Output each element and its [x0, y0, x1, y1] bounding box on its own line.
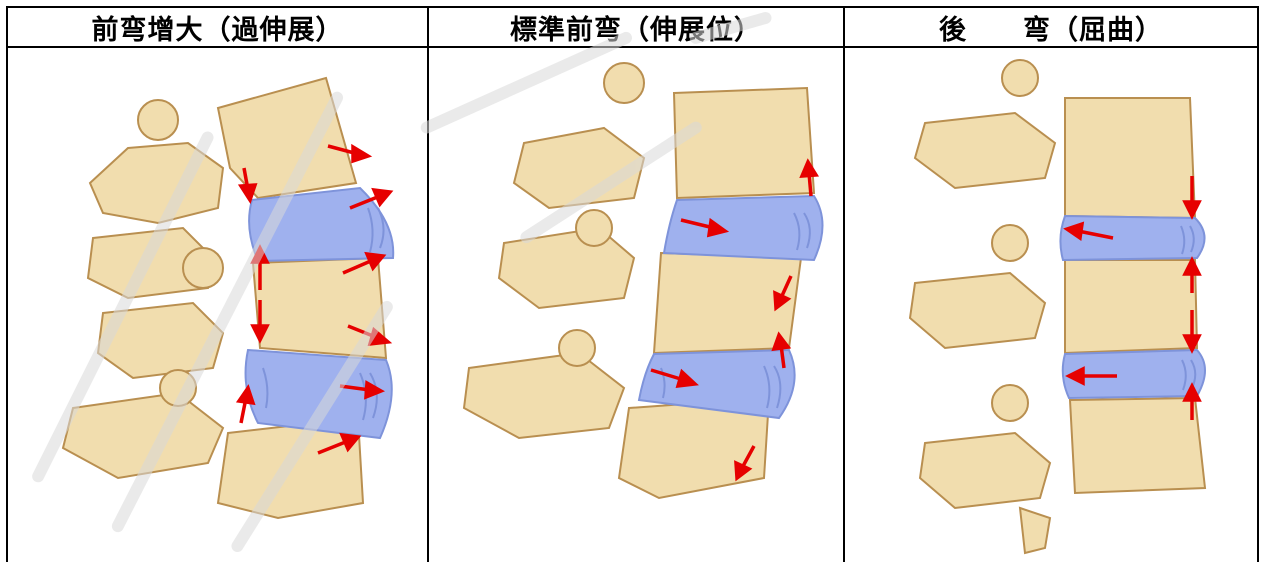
spinous-process [920, 433, 1050, 508]
vertebral-body-middle [1065, 260, 1197, 353]
facet [604, 63, 644, 103]
spinous-process [910, 273, 1045, 348]
header-hyperlordosis: 前弯增大（過伸展） [8, 8, 427, 48]
spinous-process [915, 113, 1055, 188]
panel-normal-lordosis [429, 48, 843, 562]
vertebral-body-upper [674, 88, 814, 198]
header-normal-lordosis: 標準前弯（伸展位） [429, 8, 843, 48]
vertebral-body-lower [1070, 398, 1205, 493]
vertebral-body-upper [1065, 98, 1195, 218]
comparison-table: 前弯增大（過伸展） 標準前弯（伸展位） 後 弯（屈曲） [6, 6, 1259, 562]
panel-kyphosis [845, 48, 1257, 562]
spinous-process [98, 303, 223, 378]
spine-illustration-neutral [429, 48, 843, 562]
spinous-process [499, 228, 634, 308]
spinous-process [514, 128, 644, 208]
facet [992, 385, 1028, 421]
vertebral-body-middle [253, 258, 386, 358]
facet [992, 225, 1028, 261]
spine-illustration-extension [8, 48, 427, 562]
spine-illustration-flexion [845, 48, 1257, 562]
spinous-process [63, 393, 223, 478]
vertebral-body-upper [218, 78, 356, 198]
facet [576, 210, 612, 246]
header-kyphosis: 後 弯（屈曲） [845, 8, 1257, 48]
facet [183, 248, 223, 288]
spinous-process [90, 143, 223, 223]
facet [1002, 60, 1038, 96]
panel-hyperlordosis [8, 48, 427, 562]
spinous-process [464, 353, 624, 438]
spinous-process [1020, 508, 1050, 553]
facet [138, 100, 178, 140]
facet [559, 330, 595, 366]
facet [160, 370, 196, 406]
